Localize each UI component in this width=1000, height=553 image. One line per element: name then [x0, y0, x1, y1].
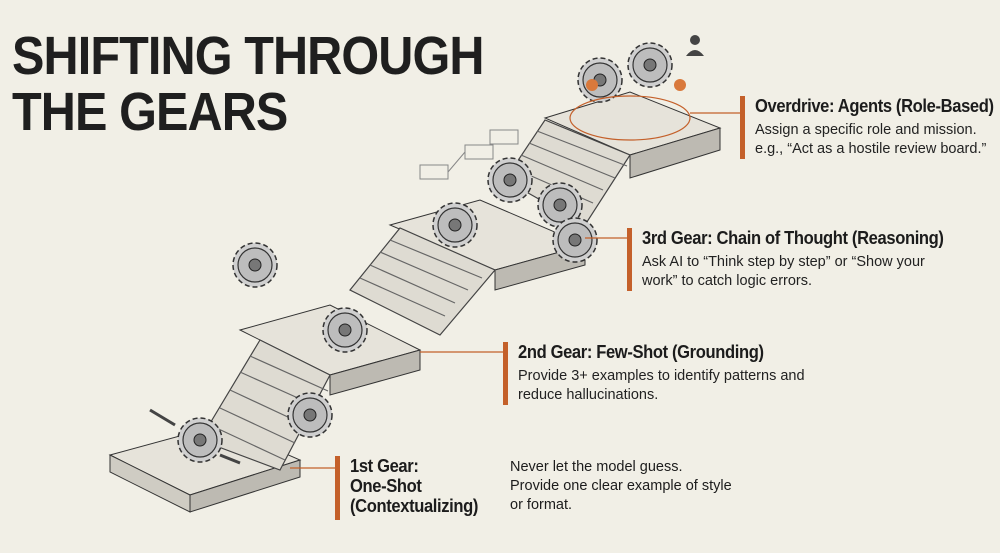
callout-2nd-gear: 2nd Gear: Few-Shot (Grounding) Provide 3…	[503, 342, 805, 405]
callout-text: Ask AI to “Think step by step” or “Show …	[642, 254, 925, 270]
orange-bearing	[586, 79, 686, 91]
callout-heading: 2nd Gear: Few-Shot (Grounding)	[518, 342, 764, 362]
leader-lines	[290, 112, 740, 469]
callout-3rd-gear: 3rd Gear: Chain of Thought (Reasoning) A…	[627, 228, 970, 291]
callout-text: Provide one clear example of style	[510, 478, 732, 494]
callout-overdrive: Overdrive: Agents (Role-Based) Assign a …	[740, 96, 1000, 159]
callout-text: reduce hallucinations.	[518, 387, 659, 403]
title-line-2: THE GEARS	[12, 82, 288, 142]
page-title: SHIFTING THROUGH THE GEARS	[12, 28, 484, 140]
arrow-icon	[149, 408, 241, 465]
callout-text: e.g., “Act as a hostile review board.”	[755, 141, 987, 157]
heading-line: (Contextualizing)	[350, 496, 479, 516]
callout-1st-gear: 1st Gear: One-Shot (Contextualizing)	[335, 456, 540, 520]
heading-line: 1st Gear:	[350, 456, 419, 476]
flowchart-icon	[419, 129, 519, 180]
callout-1st-gear-description: Never let the model guess. Provide one c…	[510, 458, 790, 515]
callout-heading: 1st Gear: One-Shot (Contextualizing)	[350, 456, 525, 516]
callout-heading: Overdrive: Agents (Role-Based)	[755, 96, 994, 116]
heading-line: One-Shot	[350, 476, 422, 496]
callout-heading: 3rd Gear: Chain of Thought (Reasoning)	[642, 228, 944, 248]
callout-text: Never let the model guess.	[510, 459, 683, 475]
user-gear-icon	[686, 35, 704, 56]
stairs	[199, 119, 631, 471]
callout-text: Assign a specific role and mission.	[755, 122, 977, 138]
callout-text: Provide 3+ examples to identify patterns…	[518, 368, 805, 384]
title-line-1: SHIFTING THROUGH	[12, 26, 484, 86]
callout-text: work” to catch logic errors.	[642, 273, 813, 289]
orbit-line	[569, 95, 691, 141]
callout-text: or format.	[510, 497, 573, 513]
